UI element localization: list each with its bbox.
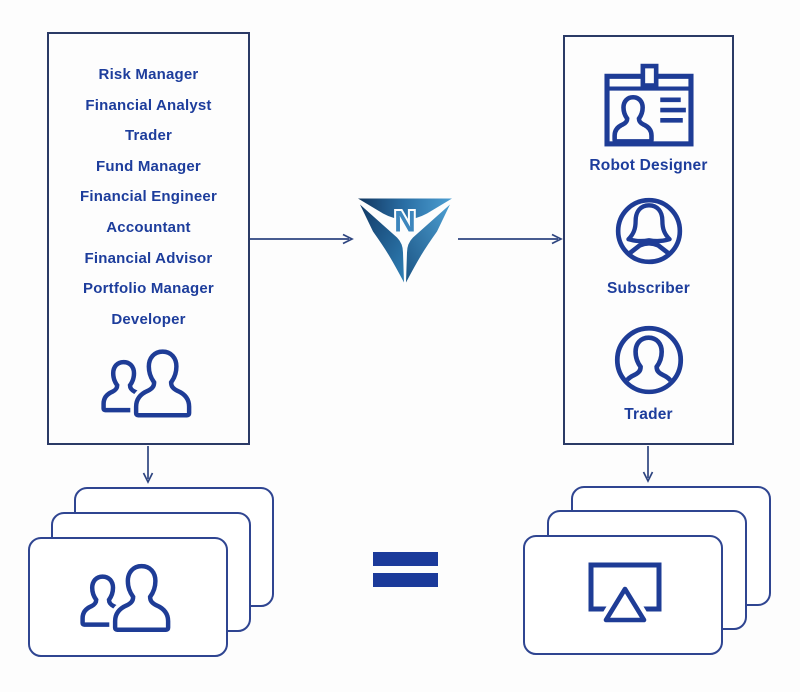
- female-user-circle-icon: [615, 197, 683, 265]
- equals-top-bar: [373, 552, 438, 566]
- triangle-n-logo-graphic: N: [358, 198, 452, 283]
- role-item: Financial Engineer: [80, 188, 217, 206]
- logo-letter: N: [394, 206, 416, 239]
- equals-bottom-bar: [373, 573, 438, 587]
- role-item: Developer: [111, 310, 186, 328]
- triangle-n-logo: N: [357, 197, 453, 286]
- role-item: Portfolio Manager: [83, 280, 214, 298]
- people-group-icon: [80, 559, 176, 637]
- persona-label: Subscriber: [607, 280, 690, 297]
- role-item: Financial Analyst: [85, 96, 212, 114]
- personas-panel: Robot Designer Subscriber Trader: [563, 35, 734, 445]
- roles-list: Risk Manager Financial Analyst Trader Fu…: [49, 60, 248, 335]
- roles-panel: Risk Manager Financial Analyst Trader Fu…: [47, 32, 250, 445]
- role-item: Fund Manager: [96, 157, 201, 175]
- persona-label: Robot Designer: [589, 157, 708, 174]
- role-item: Trader: [124, 127, 173, 145]
- id-badge-icon: [604, 63, 694, 147]
- stacked-card-front: [28, 537, 228, 657]
- persona-label: Trader: [624, 406, 673, 423]
- stacked-card-front: [523, 535, 723, 655]
- screen-cast-icon: [588, 562, 662, 627]
- people-group-icon: [101, 346, 197, 421]
- male-user-circle-icon: [614, 325, 684, 395]
- role-item: Risk Manager: [98, 66, 199, 83]
- role-item: Financial Advisor: [84, 249, 213, 267]
- role-item: Accountant: [106, 218, 191, 236]
